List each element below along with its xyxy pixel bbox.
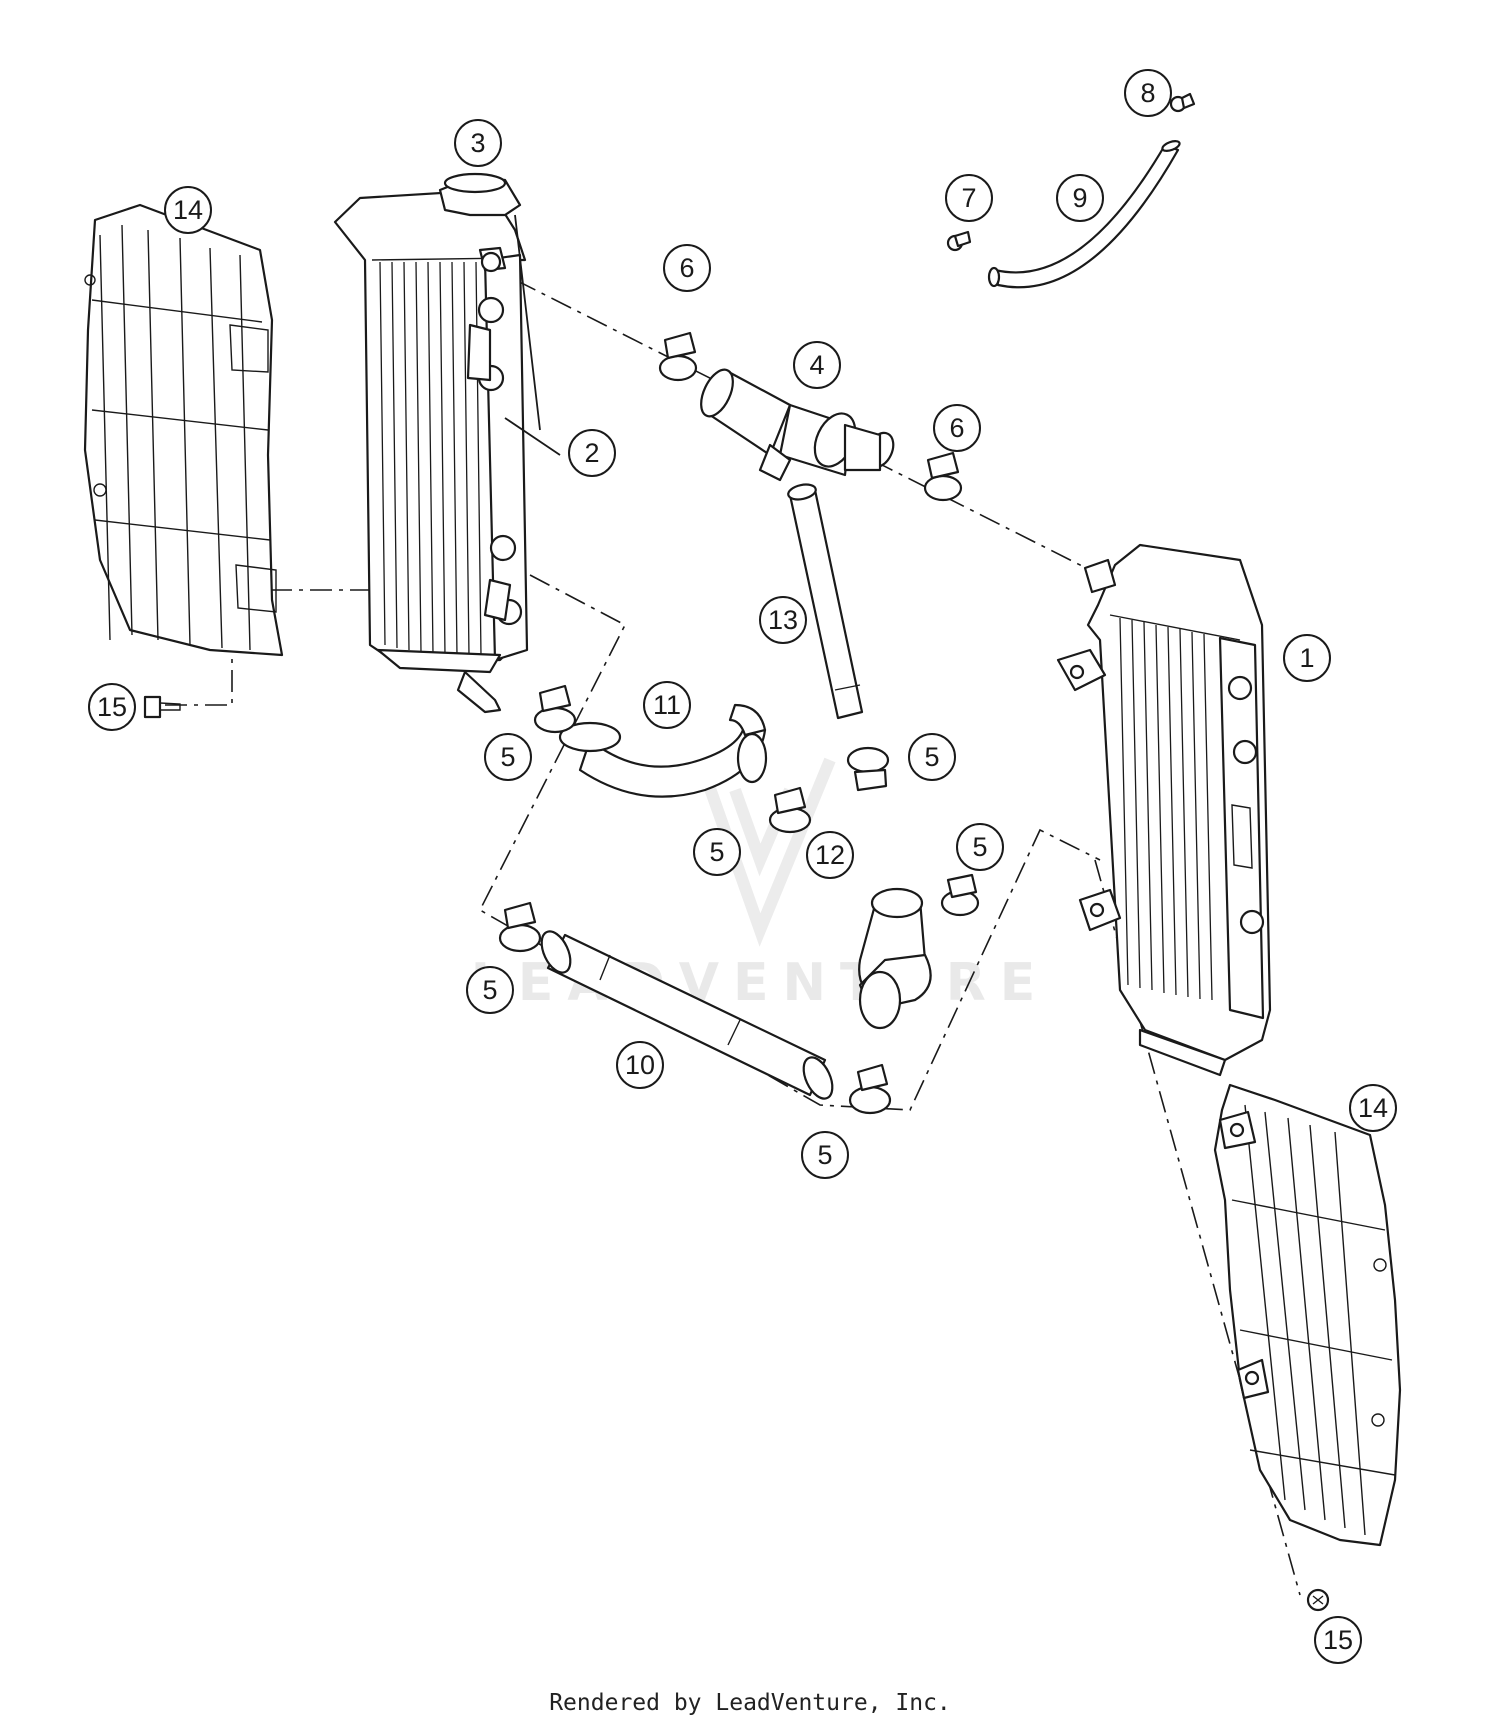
callout-8: 8: [1124, 69, 1172, 117]
svg-text:15: 15: [1323, 1625, 1353, 1655]
pipe: [787, 483, 864, 720]
svg-text:3: 3: [470, 128, 485, 158]
svg-text:14: 14: [1358, 1093, 1388, 1123]
svg-text:10: 10: [625, 1050, 655, 1080]
callout-5d: 5: [956, 823, 1004, 871]
svg-text:5: 5: [924, 742, 939, 772]
svg-text:1: 1: [1299, 643, 1314, 673]
footer-credit: Rendered by LeadVenture, Inc.: [549, 1690, 951, 1716]
hose-upper: [558, 703, 768, 798]
right-radiator-louver: [1213, 1083, 1402, 1547]
callout-11: 11: [643, 681, 691, 729]
callout-9: 9: [1056, 174, 1104, 222]
left-radiator-louver: [83, 203, 284, 657]
callout-10: 10: [616, 1041, 664, 1089]
callout-5a: 5: [484, 733, 532, 781]
overflow-hose: [987, 140, 1181, 289]
right-radiator: [1056, 543, 1272, 1077]
hose-clamps: [498, 331, 980, 1115]
svg-text:8: 8: [1140, 78, 1155, 108]
svg-text:7: 7: [961, 183, 976, 213]
callout-13: 13: [759, 596, 807, 644]
callout-14b: 14: [1349, 1084, 1397, 1132]
svg-text:5: 5: [482, 975, 497, 1005]
hose-long: [540, 930, 834, 1100]
svg-text:14: 14: [173, 195, 203, 225]
callout-5c: 5: [693, 828, 741, 876]
svg-text:2: 2: [584, 438, 599, 468]
callout-5b: 5: [908, 733, 956, 781]
callout-15a: 15: [88, 683, 136, 731]
callout-5e: 5: [466, 966, 514, 1014]
hose-lower: [858, 887, 932, 1030]
tee-fitting: [700, 368, 895, 482]
svg-text:11: 11: [653, 690, 681, 720]
svg-text:12: 12: [815, 840, 845, 870]
callout-4: 4: [793, 341, 841, 389]
svg-text:4: 4: [809, 350, 824, 380]
callout-15b: 15: [1314, 1616, 1362, 1664]
callout-12: 12: [806, 831, 854, 879]
svg-text:6: 6: [679, 253, 694, 283]
small-clamps: [946, 92, 1196, 252]
svg-text:5: 5: [972, 832, 987, 862]
svg-text:5: 5: [500, 742, 515, 772]
svg-text:5: 5: [709, 837, 724, 867]
callout-7: 7: [945, 174, 993, 222]
callout-14a: 14: [164, 186, 212, 234]
callout-3: 3: [454, 119, 502, 167]
svg-text:13: 13: [768, 605, 798, 635]
bolts: [143, 695, 1330, 1612]
callout-2: 2: [568, 429, 616, 477]
callout-6a: 6: [663, 244, 711, 292]
callout-6b: 6: [933, 404, 981, 452]
callout-5f: 5: [801, 1131, 849, 1179]
callout-1: 1: [1283, 634, 1331, 682]
svg-text:5: 5: [817, 1140, 832, 1170]
svg-text:9: 9: [1072, 183, 1087, 213]
left-radiator: [333, 172, 561, 714]
svg-text:15: 15: [97, 692, 127, 722]
svg-text:6: 6: [949, 413, 964, 443]
